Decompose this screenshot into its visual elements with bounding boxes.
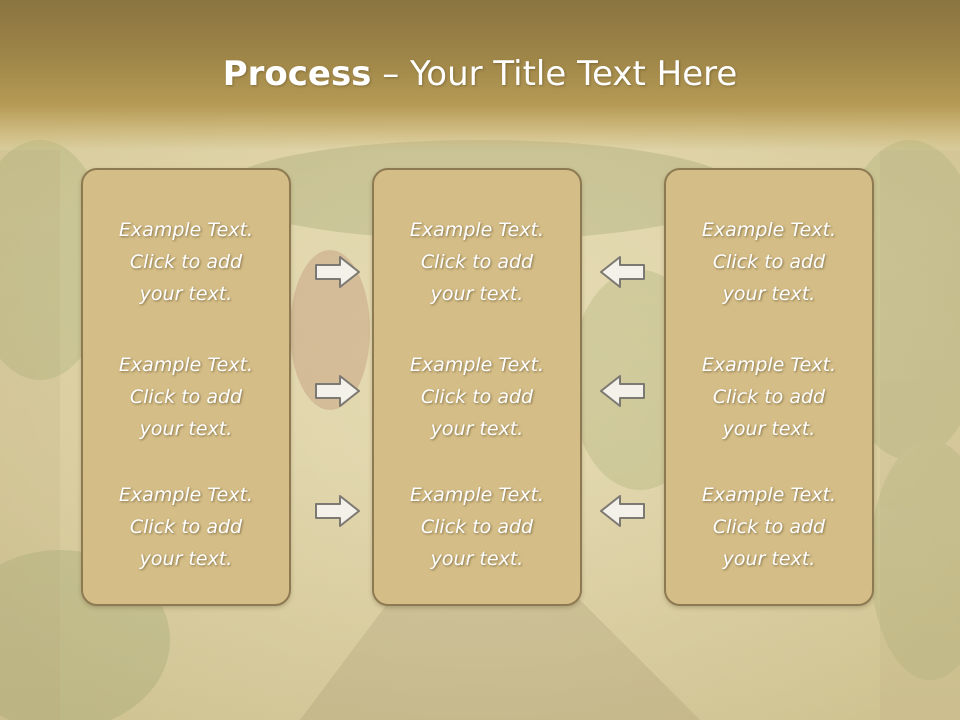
- text-placeholder[interactable]: Example Text. Click to add your text.: [374, 349, 580, 445]
- title-bar: [0, 0, 960, 150]
- text-line: your text.: [722, 418, 816, 440]
- slide-title[interactable]: Process – Your Title Text Here: [0, 52, 960, 96]
- text-line: Example Text.: [409, 219, 545, 241]
- text-line: your text.: [722, 548, 816, 570]
- text-line: Example Text.: [701, 219, 837, 241]
- text-line: Click to add: [129, 386, 243, 408]
- left-arrow-icon[interactable]: [598, 373, 646, 409]
- process-box-left[interactable]: Example Text. Click to add your text. Ex…: [81, 168, 291, 606]
- text-line: Example Text.: [118, 354, 254, 376]
- left-arrow-icon[interactable]: [598, 254, 646, 290]
- text-placeholder[interactable]: Example Text. Click to add your text.: [83, 349, 289, 445]
- title-rest-part: – Your Title Text Here: [371, 54, 738, 94]
- right-arrow-icon[interactable]: [314, 493, 362, 529]
- text-line: your text.: [139, 283, 233, 305]
- process-box-center[interactable]: Example Text. Click to add your text. Ex…: [372, 168, 582, 606]
- text-placeholder[interactable]: Example Text. Click to add your text.: [666, 479, 872, 575]
- process-box-right[interactable]: Example Text. Click to add your text. Ex…: [664, 168, 874, 606]
- left-arrow-icon[interactable]: [598, 493, 646, 529]
- text-line: Example Text.: [701, 354, 837, 376]
- text-line: your text.: [430, 548, 524, 570]
- text-placeholder[interactable]: Example Text. Click to add your text.: [83, 214, 289, 310]
- text-line: Example Text.: [409, 484, 545, 506]
- text-placeholder[interactable]: Example Text. Click to add your text.: [666, 214, 872, 310]
- text-placeholder[interactable]: Example Text. Click to add your text.: [374, 214, 580, 310]
- title-bold-part: Process: [222, 54, 372, 94]
- text-line: Example Text.: [118, 219, 254, 241]
- right-arrow-icon[interactable]: [314, 254, 362, 290]
- text-line: your text.: [430, 283, 524, 305]
- text-line: your text.: [430, 418, 524, 440]
- text-line: Example Text.: [701, 484, 837, 506]
- text-line: your text.: [722, 283, 816, 305]
- text-line: Click to add: [420, 516, 534, 538]
- text-line: Example Text.: [118, 484, 254, 506]
- text-line: your text.: [139, 548, 233, 570]
- text-line: Click to add: [129, 516, 243, 538]
- text-line: Click to add: [712, 251, 826, 273]
- text-line: Click to add: [420, 251, 534, 273]
- text-line: Click to add: [712, 516, 826, 538]
- text-line: Click to add: [129, 251, 243, 273]
- text-placeholder[interactable]: Example Text. Click to add your text.: [83, 479, 289, 575]
- text-line: Click to add: [420, 386, 534, 408]
- text-line: Example Text.: [409, 354, 545, 376]
- right-arrow-icon[interactable]: [314, 373, 362, 409]
- text-placeholder[interactable]: Example Text. Click to add your text.: [666, 349, 872, 445]
- text-placeholder[interactable]: Example Text. Click to add your text.: [374, 479, 580, 575]
- text-line: Click to add: [712, 386, 826, 408]
- text-line: your text.: [139, 418, 233, 440]
